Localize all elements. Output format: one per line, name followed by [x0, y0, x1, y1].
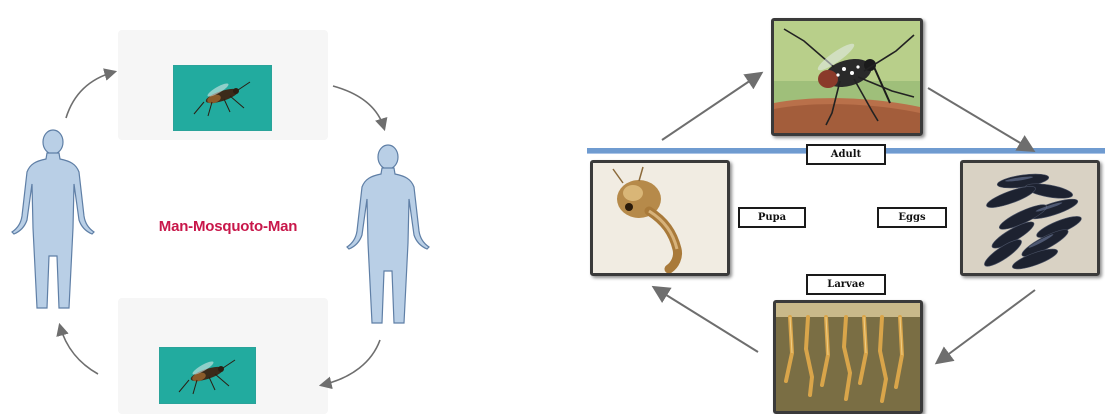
life-cycle-arrows	[580, 0, 1105, 414]
arrow-human-left-to-top	[66, 72, 114, 118]
arrow-bottom-to-human-left	[60, 326, 98, 374]
left-cycle-arrows	[0, 0, 440, 414]
arrow-human-right-to-bottom	[322, 340, 380, 385]
arrow-adult-to-eggs	[928, 88, 1032, 150]
arrow-larvae-to-pupa	[655, 288, 758, 352]
arrow-top-to-human-right	[333, 86, 384, 128]
center-title: Man-Mosquoto-Man	[138, 218, 318, 235]
arrow-pupa-to-adult	[662, 74, 760, 140]
arrow-eggs-to-larvae	[938, 290, 1035, 362]
